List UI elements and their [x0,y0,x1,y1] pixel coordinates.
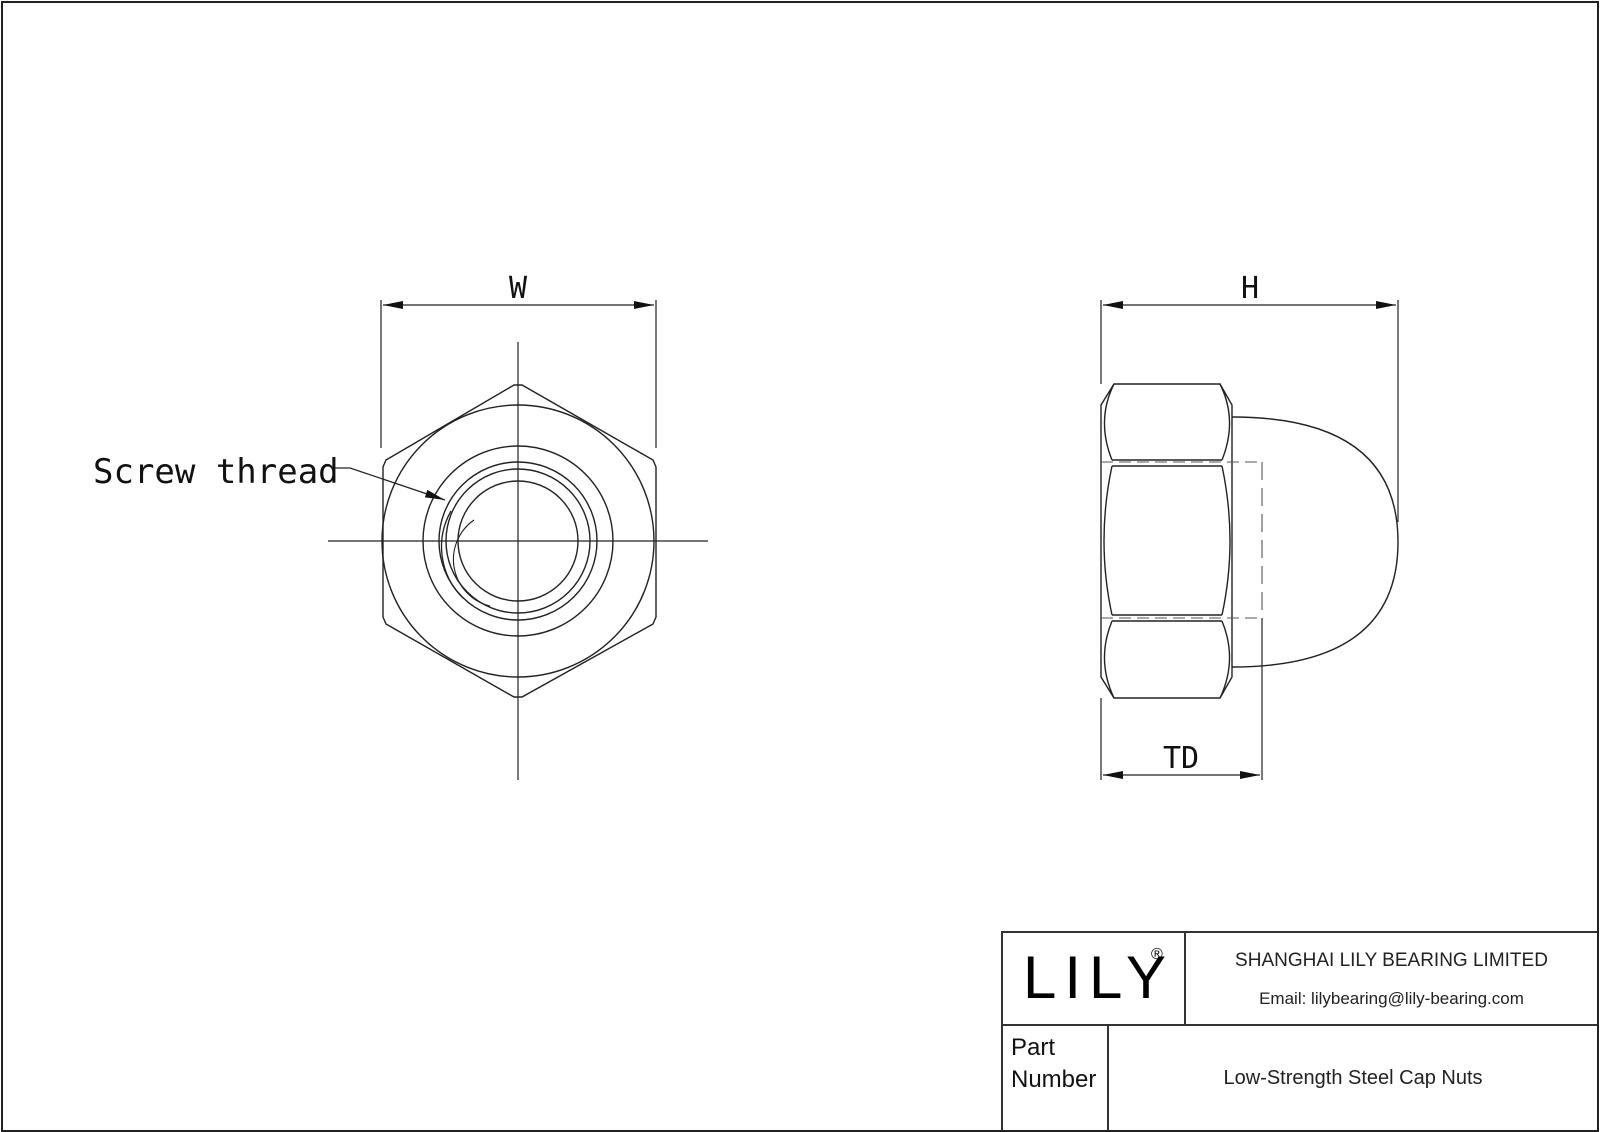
bearing-face-circle [422,445,614,637]
lily-logo: LILY [1023,944,1174,1011]
chamfer-circle [381,404,655,678]
side-view [1100,300,1399,780]
hex-outline [382,384,657,698]
front-view [328,300,708,780]
part-label-line2: Number [1011,1066,1097,1093]
dome-outline [1231,416,1399,668]
bore-circle [457,480,579,602]
hex-middle-face [1103,465,1231,616]
title-block: LILY ® SHANGHAI LILY BEARING LIMITED Ema… [1001,931,1597,1130]
company-cell: SHANGHAI LILY BEARING LIMITED Email: lil… [1186,933,1597,1024]
hidden-thread [1101,461,1263,619]
thread-arc-inner [452,519,491,607]
screw-thread-callout: Screw thread [93,452,339,492]
company-email: Email: lilybearing@lily-bearing.com [1259,989,1524,1008]
logo-cell: LILY ® [1003,933,1186,1024]
title-block-header: LILY ® SHANGHAI LILY BEARING LIMITED Ema… [1003,933,1597,1026]
hex-lower-face [1103,620,1231,699]
registered-mark: ® [1151,946,1163,963]
screw-thread-leader [334,467,446,501]
hex-body-outline [1100,383,1233,699]
part-label-line1: Part [1011,1034,1056,1061]
h-dimension-label: H [1241,271,1259,306]
td-dimension-label: TD [1163,741,1199,776]
part-number-value: Low-Strength Steel Cap Nuts [1223,1066,1483,1089]
hex-upper-face [1103,383,1231,461]
thread-major-circle [438,461,598,621]
company-name: SHANGHAI LILY BEARING LIMITED [1235,950,1548,971]
part-number-label: Part Number [1003,1026,1109,1130]
thread-arc [440,510,464,599]
thread-circle [445,468,591,614]
part-row: Part Number Low-Strength Steel Cap Nuts [1003,1026,1597,1130]
w-dimension-label: W [509,271,528,306]
